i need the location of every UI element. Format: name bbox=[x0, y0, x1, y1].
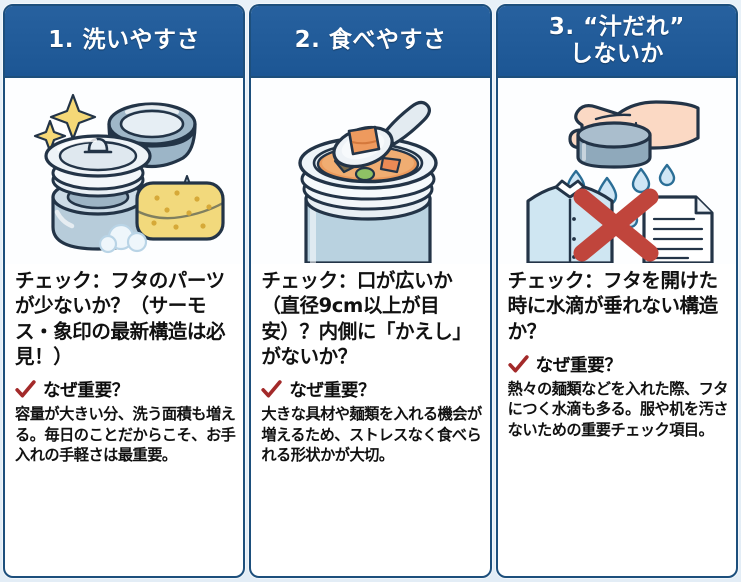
panel-2-why-row: なぜ重要？ bbox=[261, 377, 481, 402]
carrot-on-spoon bbox=[348, 125, 381, 156]
hand-lid-dripping-illustration bbox=[497, 78, 736, 264]
panel-2-check-text: チェック：口が広いか（直径9cm以上が目安）？内側に「かえし」がないか？ bbox=[261, 269, 472, 369]
panel-1-header-text: 1. 洗いやすさ bbox=[48, 27, 201, 54]
panel-1-easy-to-wash: 1. 洗いやすさ bbox=[3, 4, 246, 578]
check-icon bbox=[261, 380, 282, 398]
panel-2-header: 2. 食べやすさ bbox=[251, 6, 490, 78]
panel-3-why-text: 熱々の麺類などを入れた際、フタにつく水滴も多る。服や机を汚さないための重要チェッ… bbox=[507, 380, 729, 439]
suds-bubbles bbox=[99, 223, 148, 254]
panel-1-check-text: チェック：フタのパーツが少ないか？（サーモス・象印の最新構造は必見！） bbox=[15, 269, 226, 369]
panel-3-header-text: 3. “汁だれ” しないか bbox=[548, 13, 685, 67]
panel-1-body: チェック：フタのパーツが少ないか？（サーモス・象印の最新構造は必見！） なぜ重要… bbox=[5, 264, 243, 576]
panel-2-body: チェック：口が広いか（直径9cm以上が目安）？内側に「かえし」がないか？ なぜ重… bbox=[251, 264, 489, 576]
panel-2-header-text: 2. 食べやすさ bbox=[294, 27, 447, 54]
panel-3-header: 3. “汁だれ” しないか bbox=[497, 6, 736, 78]
panel-3-check-text: チェック：フタを開けた時に水滴が垂れない構造か？ bbox=[507, 269, 719, 343]
red-x-icon bbox=[573, 188, 659, 262]
panel-1-why-label: なぜ重要？ bbox=[43, 381, 129, 402]
panel-3-body: チェック：フタを開けた時に水滴が垂れない構造か？ なぜ重要？ 熱々の麺類などを入… bbox=[498, 264, 736, 576]
check-icon bbox=[15, 380, 36, 398]
panel-3-no-dripping: 3. “汁だれ” しないか bbox=[495, 4, 738, 578]
thermos-lid bbox=[107, 102, 197, 168]
veg-chunk-carrot bbox=[380, 156, 402, 174]
panel-3-why-row: なぜ重要？ bbox=[508, 352, 728, 377]
thermos-lid-held bbox=[576, 121, 652, 169]
panel-2-why-text: 大きな具材や麺類を入れる機会が増えるため、ストレスなく食べられる形状かが大切。 bbox=[261, 405, 482, 465]
panel-2-why-label: なぜ重要？ bbox=[289, 381, 376, 402]
check-icon bbox=[508, 355, 529, 373]
panel-3-why-label: なぜ重要？ bbox=[535, 356, 622, 377]
sponge bbox=[135, 181, 225, 241]
panel-1-header: 1. 洗いやすさ bbox=[5, 6, 244, 78]
veg-chunk-pea bbox=[355, 166, 376, 182]
document bbox=[642, 195, 714, 263]
thermos-jar-sponge-illustration bbox=[5, 78, 244, 264]
spoon bbox=[332, 100, 432, 169]
thermos-body bbox=[44, 134, 152, 251]
soup-jar-spoon-illustration bbox=[251, 78, 490, 264]
panel-2-easy-to-eat: 2. 食べやすさ bbox=[249, 4, 492, 578]
panel-1-why-row: なぜ重要？ bbox=[15, 377, 235, 402]
panel-1-why-text: 容量が大きい分、洗う面積も増える。毎日のことだからこそ、お手入れの手軽さは最重要… bbox=[15, 405, 236, 465]
